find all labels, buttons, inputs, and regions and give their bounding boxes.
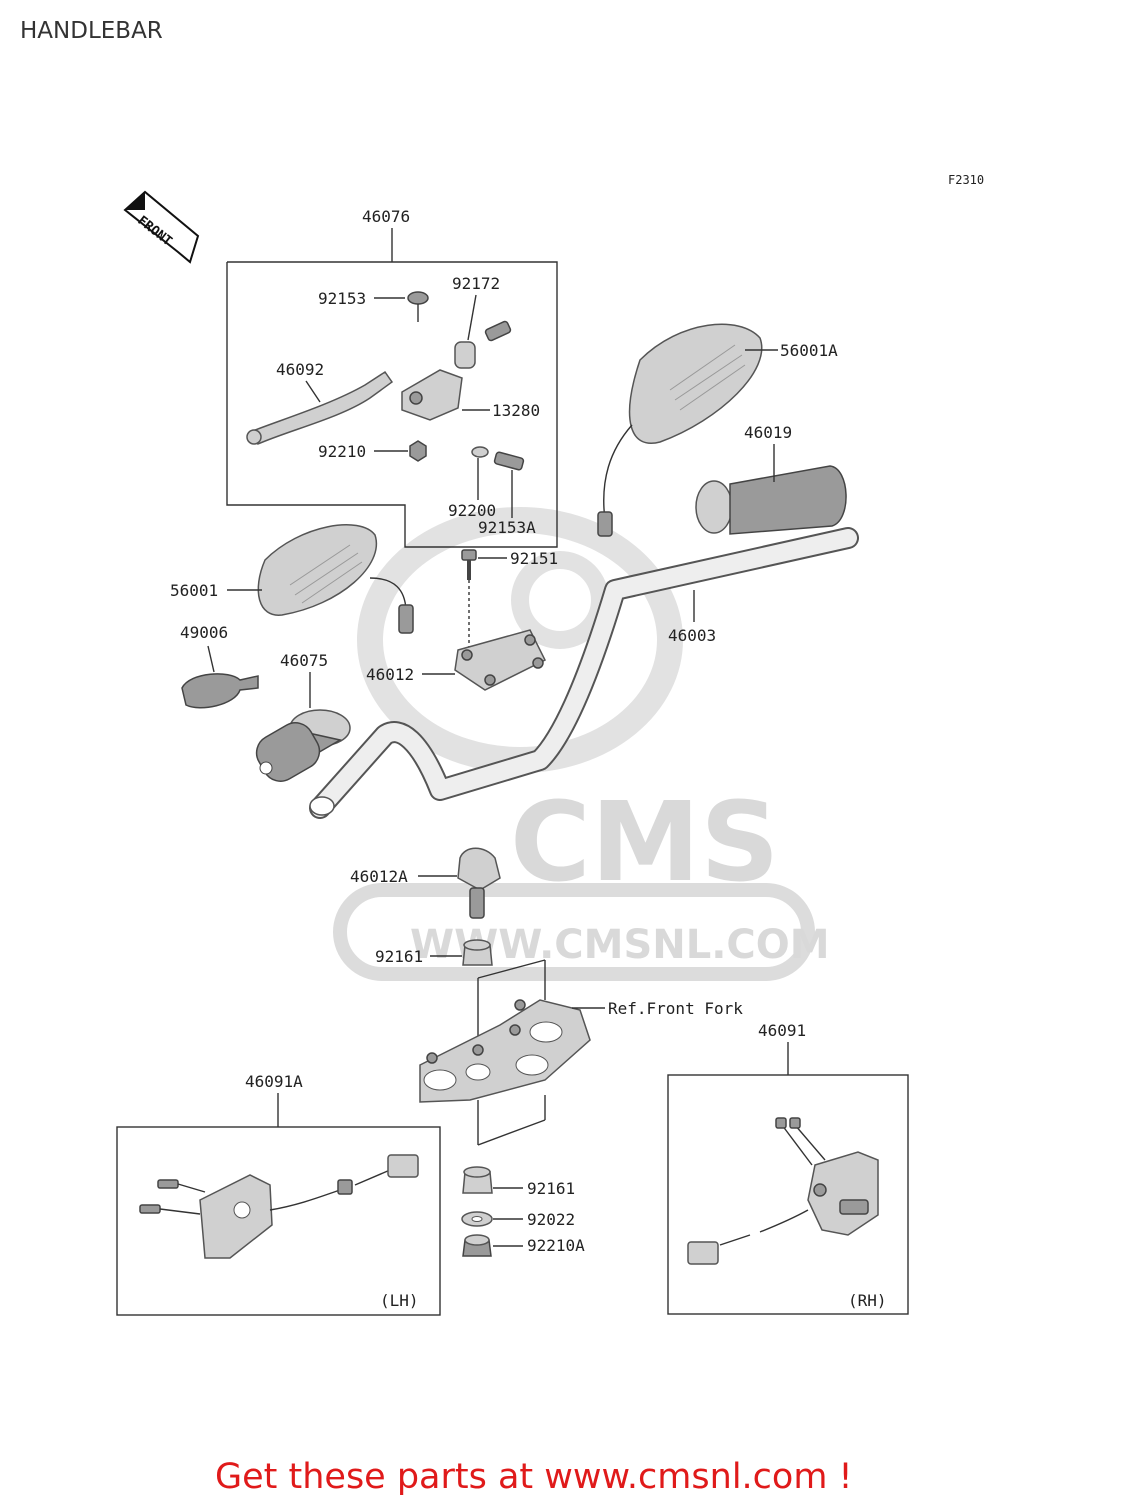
bolt-92151: 92151 [461,549,558,650]
label-46012A: 46012A [350,867,408,886]
grip-right-46019: 46019 [695,423,847,535]
footer-cta: Get these parts at www.cmsnl.com ! [215,1457,853,1497]
mirror-left-56001: 56001 [170,524,414,634]
bolt-92153A [493,451,525,471]
label-92161-top: 92161 [375,947,423,966]
label-92200: 92200 [448,501,496,520]
mirror-right-56001A: 56001A [597,323,838,537]
label-92210: 92210 [318,442,366,461]
watermark-cms-text: CMS [510,778,779,906]
weight-49006: 49006 [180,623,259,709]
label-ref-front-fork: Ref.Front Fork [608,999,743,1018]
fork-bracket: Ref.Front Fork [419,959,743,1146]
box-46091 [667,1074,909,1315]
label-92022: 92022 [527,1210,575,1229]
label-46019: 46019 [744,423,792,442]
label-92153: 92153 [318,289,366,308]
holder-13280 [401,369,463,421]
grip-left-46075: 46075 [255,651,351,782]
label-46012: 46012 [366,665,414,684]
label-56001A: 56001A [780,341,838,360]
label-46003: 46003 [668,626,716,645]
page-title: HANDLEBAR [20,18,163,44]
lh-label: (LH) [380,1291,419,1310]
label-49006: 49006 [180,623,228,642]
bushing-92161-bottom: 92161 [462,1166,575,1198]
label-92210A: 92210A [527,1236,585,1255]
nut-92210A: 92210A [462,1234,585,1257]
label-46076: 46076 [362,207,410,226]
pivot-92172 [454,341,476,369]
handlebar-46003: 46003 [309,527,859,819]
lever-assembly-46076: 46076 92153 92172 46092 13280 92210 9220… [226,207,558,548]
label-92153A: 92153A [478,518,536,537]
box-46091A [116,1126,441,1316]
label-46091: 46091 [758,1021,806,1040]
washer-92022: 92022 [461,1210,575,1229]
label-46092: 46092 [276,360,324,379]
screw-92153 [407,291,429,305]
bushing-92161-top: 92161 [375,939,493,966]
label-46091A: 46091A [245,1072,303,1091]
front-arrow: FRONT [123,190,200,264]
lever-46092 [248,370,394,445]
nut-92210 [409,440,427,462]
clamp-46012A: 46012A [350,847,501,919]
figure-code: F2310 [948,173,984,187]
label-92151: 92151 [510,549,558,568]
label-46075: 46075 [280,651,328,670]
label-92172: 92172 [452,274,500,293]
clamp-46012: 46012 [366,629,547,691]
label-56001: 56001 [170,581,218,600]
switch-right-46091: 46091 (RH) [667,1021,909,1315]
switch-left-46091A: 46091A (LH) [116,1072,441,1316]
rh-label: (RH) [848,1291,887,1310]
label-13280: 13280 [492,401,540,420]
label-92161-bottom: 92161 [527,1179,575,1198]
washer-92200 [471,446,489,458]
